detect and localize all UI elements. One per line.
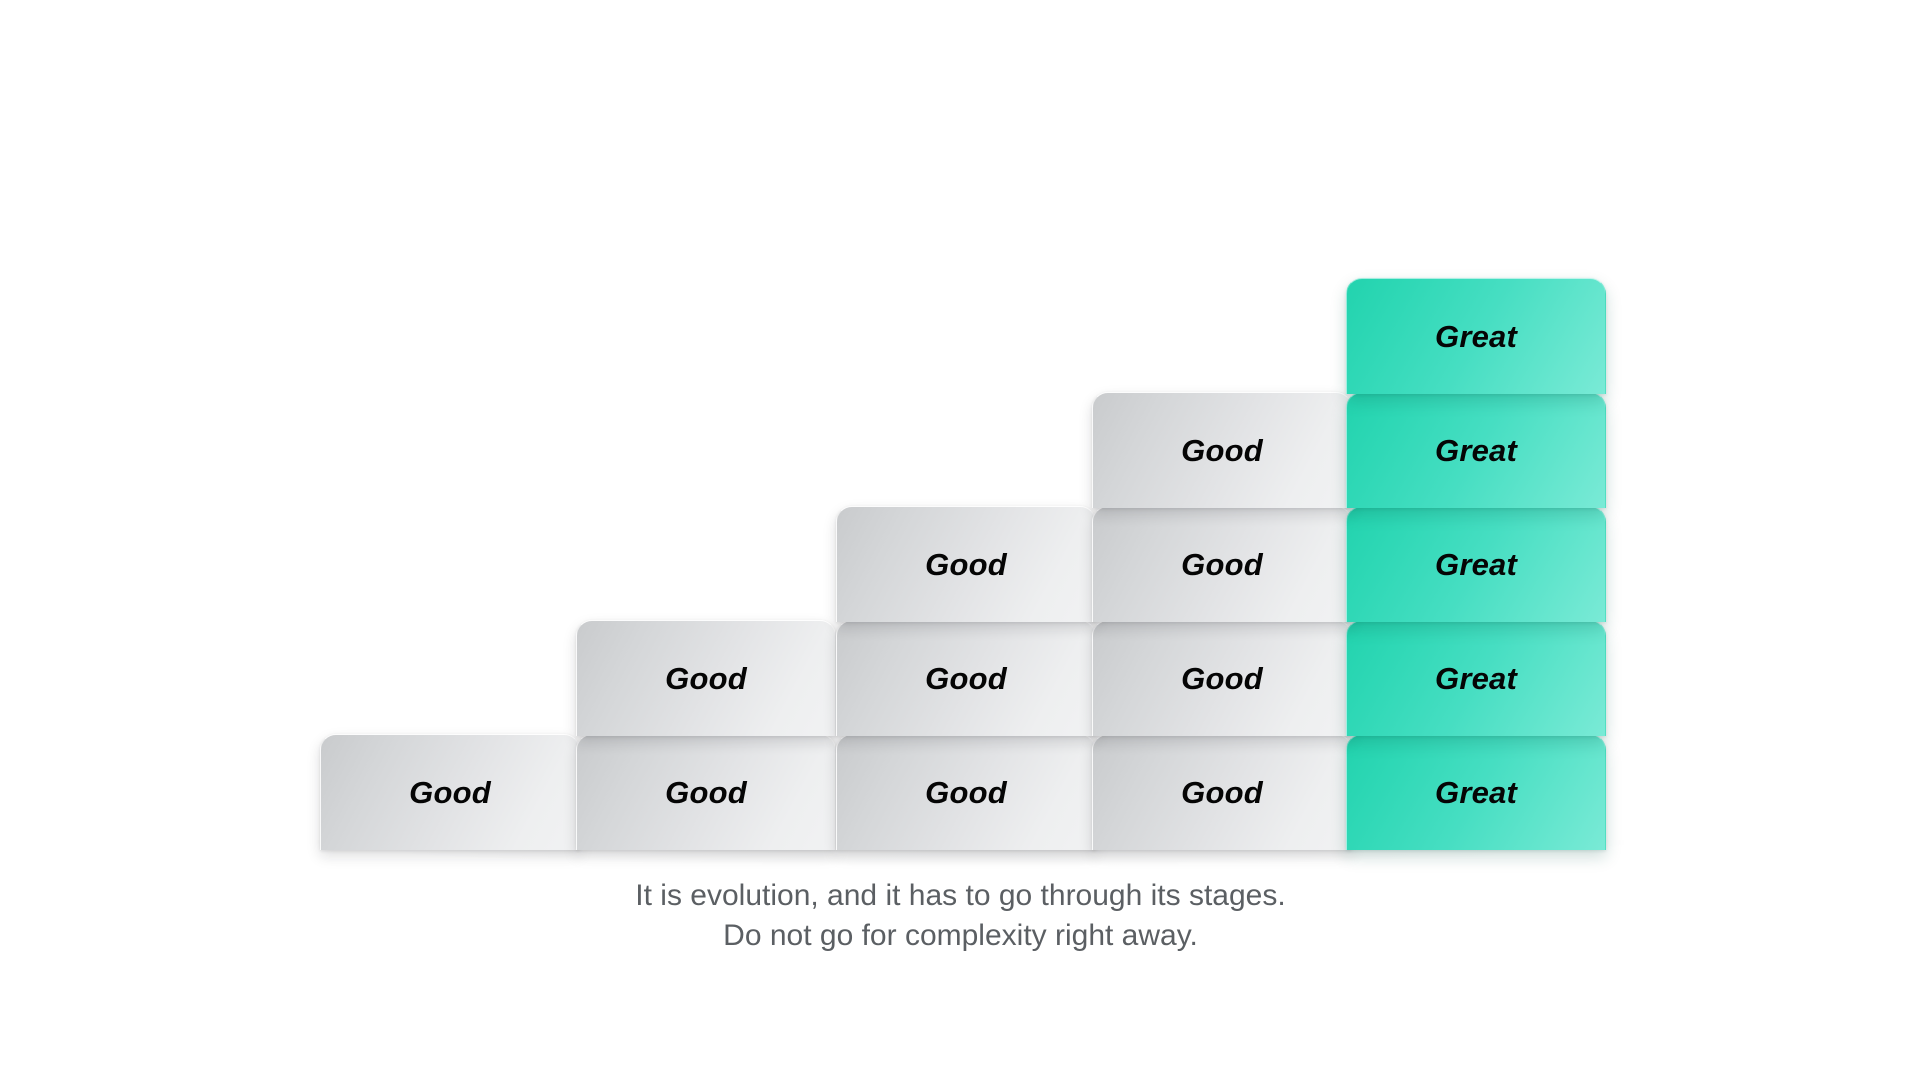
- chart-card-label: Good: [1181, 433, 1263, 468]
- chart-card-3-2: Good: [836, 620, 1096, 736]
- chart-card-5-5: Great: [1346, 278, 1606, 394]
- chart-card-4-4: Good: [1092, 392, 1352, 508]
- chart-card-3-1: Good: [836, 734, 1096, 850]
- caption: It is evolution, and it has to go throug…: [0, 876, 1921, 956]
- chart-card-label: Great: [1435, 775, 1517, 810]
- chart-card-label: Great: [1435, 547, 1517, 582]
- chart-card-4-2: Good: [1092, 620, 1352, 736]
- chart-card-label: Great: [1435, 433, 1517, 468]
- chart-card-5-3: Great: [1346, 506, 1606, 622]
- chart-card-2-2: Good: [576, 620, 836, 736]
- chart-card-label: Good: [1181, 775, 1263, 810]
- chart-card-5-1: Great: [1346, 734, 1606, 850]
- chart-card-label: Good: [925, 547, 1007, 582]
- chart-card-4-3: Good: [1092, 506, 1352, 622]
- caption-line-2: Do not go for complexity right away.: [723, 919, 1198, 952]
- chart-card-5-4: Great: [1346, 392, 1606, 508]
- chart-card-label: Good: [925, 775, 1007, 810]
- chart-column-1: Good: [320, 230, 580, 850]
- chart-card-4-1: Good: [1092, 734, 1352, 850]
- chart-card-3-3: Good: [836, 506, 1096, 622]
- chart-card-5-2: Great: [1346, 620, 1606, 736]
- chart-card-label: Good: [1181, 661, 1263, 696]
- chart-card-1-1: Good: [320, 734, 580, 850]
- chart-card-label: Great: [1435, 661, 1517, 696]
- chart-card-2-1: Good: [576, 734, 836, 850]
- caption-line-1: It is evolution, and it has to go throug…: [635, 879, 1286, 912]
- chart-card-label: Great: [1435, 319, 1517, 354]
- chart-card-label: Good: [1181, 547, 1263, 582]
- chart-card-label: Good: [665, 775, 747, 810]
- chart-card-label: Good: [925, 661, 1007, 696]
- chart-card-label: Good: [665, 661, 747, 696]
- chart-card-label: Good: [409, 775, 491, 810]
